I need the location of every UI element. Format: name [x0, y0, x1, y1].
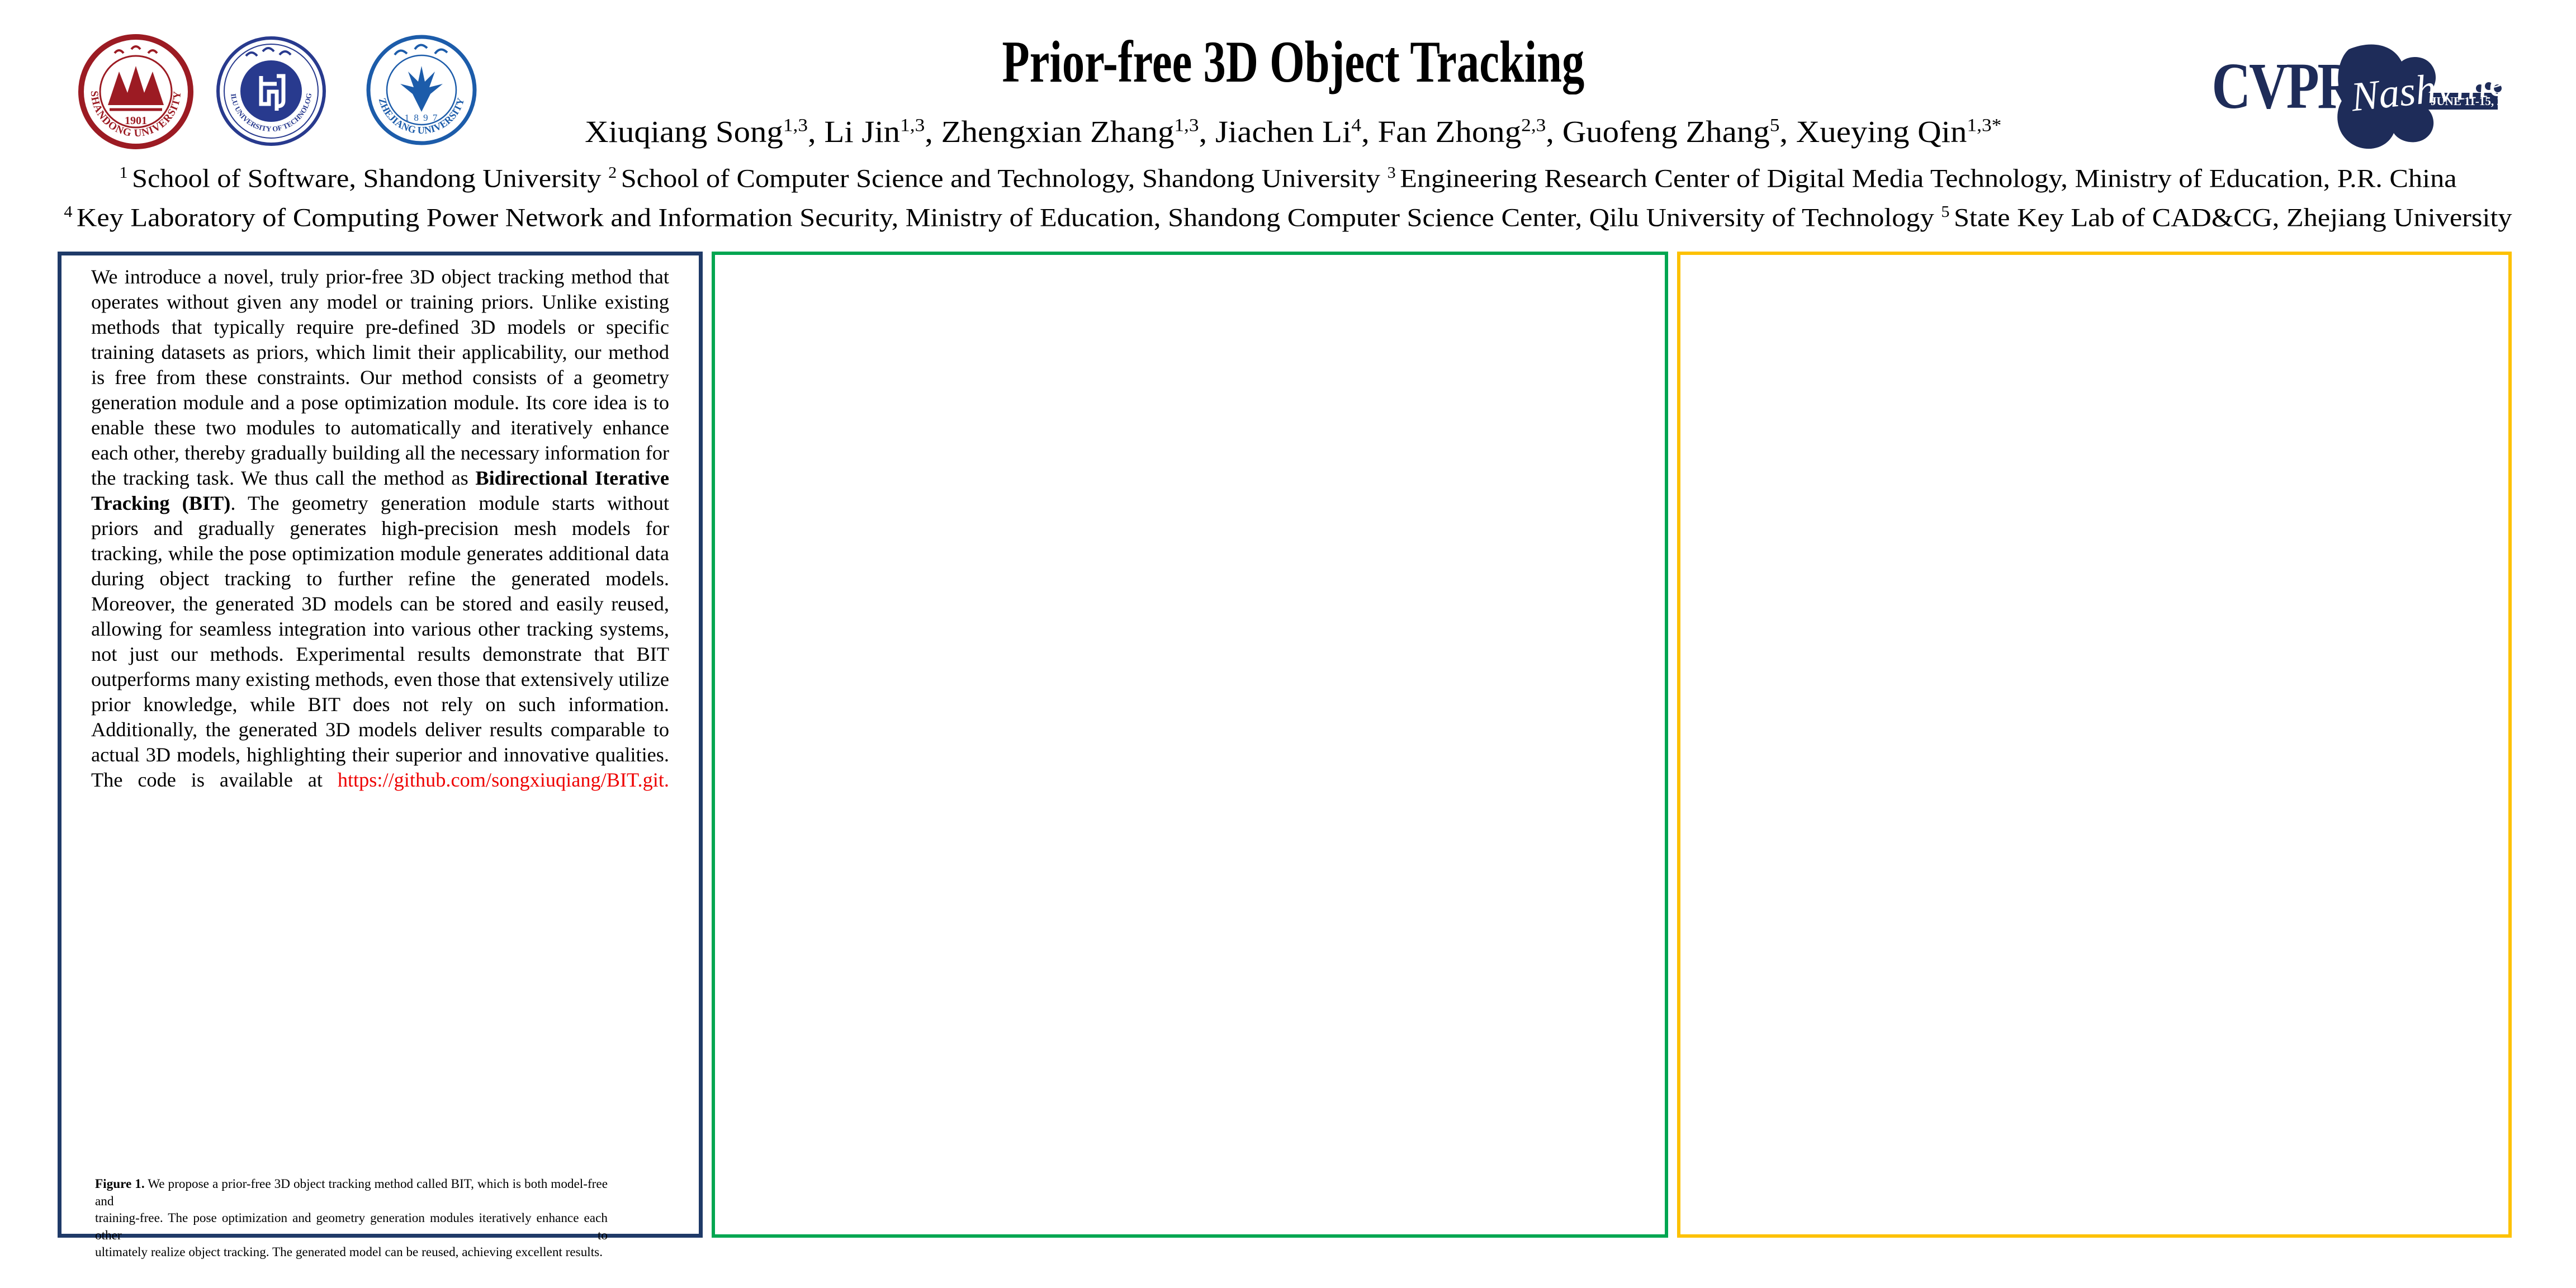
svg-text:1901: 1901: [125, 115, 147, 127]
svg-text:1 8 9 7: 1 8 9 7: [405, 112, 439, 123]
svg-text:JUNE 11-15, 2025: JUNE 11-15, 2025: [2431, 94, 2516, 108]
svg-text:CVPR: CVPR: [2212, 50, 2357, 122]
